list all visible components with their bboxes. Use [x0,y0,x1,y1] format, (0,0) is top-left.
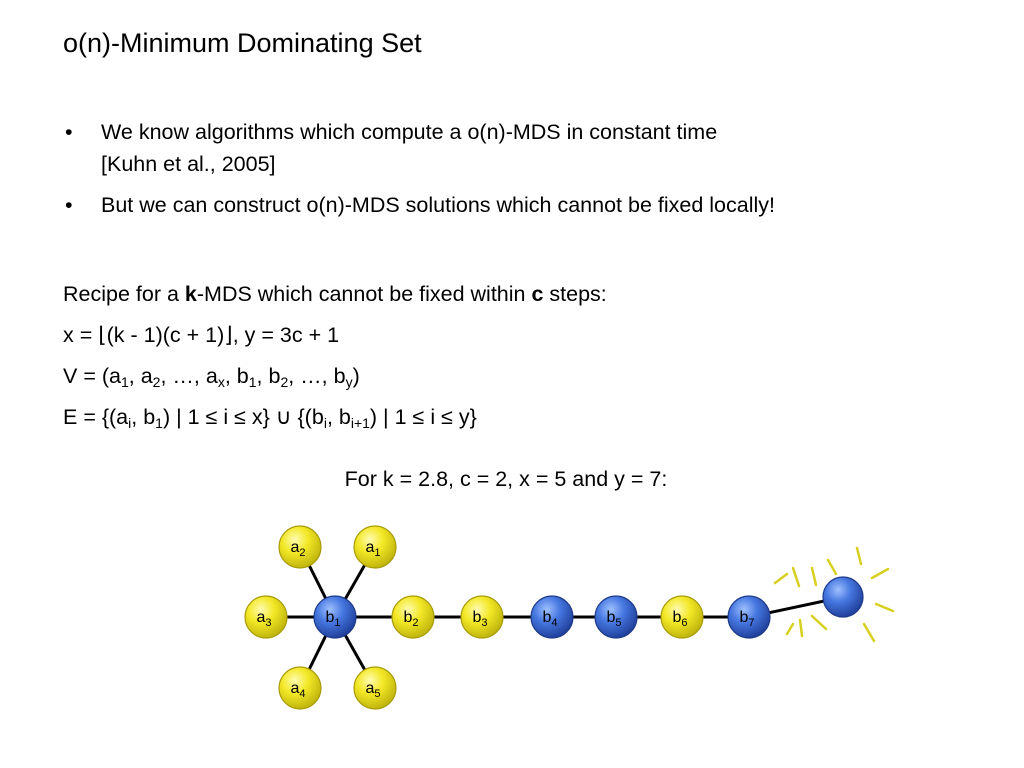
node-circle [727,595,771,639]
nodes-layer: a2 a1 a3 b1 b2 b3 b4 b5 b6 b7 a4 a5 [244,525,864,710]
node-circle [244,595,288,639]
node-new [822,576,864,618]
v-text: , …, b [288,364,346,388]
recipe-intro-text: Recipe for a [63,282,185,306]
recipe-c: c [531,282,544,306]
node-a3: a3 [244,595,288,639]
bullet-text-line2: [Kuhn et al., 2005] [101,152,276,176]
spark-line [810,566,818,587]
e-text: ) | 1 ≤ i ≤ y} [369,405,477,429]
spark-line [798,618,804,638]
slide-title: o(n)-Minimum Dominating Set [63,28,422,58]
bullet-item: • We know algorithms which compute a o(n… [63,116,963,180]
e-text: ) | 1 ≤ i ≤ x} ∪ {(b [162,405,324,429]
e-sub: 1 [155,415,163,431]
node-circle [530,595,574,639]
node-label: b5 [606,609,621,629]
node-b3: b3 [460,595,504,639]
node-label: a2 [290,539,305,559]
v-sub: 2 [152,374,161,390]
spark-line [826,558,838,576]
node-circle [313,595,357,639]
node-label: b6 [672,609,687,629]
node-b7: b7 [727,595,771,639]
recipe-intro: Recipe for a k-MDS which cannot be fixed… [63,274,607,315]
e-definition: E = {(ai, b1) | 1 ≤ i ≤ x} ∪ {(bi, bi+1)… [63,397,607,438]
node-circle [353,666,397,710]
node-circle [391,595,435,639]
spark-line [785,622,795,636]
node-circle [594,595,638,639]
node-label: a1 [365,539,380,559]
node-label: a3 [256,609,271,629]
recipe-block: Recipe for a k-MDS which cannot be fixed… [63,274,607,438]
v-text: , …, a [160,364,218,388]
spark-line [870,567,890,580]
node-circle [460,595,504,639]
node-label: b3 [472,609,487,629]
node-a4: a4 [278,666,322,710]
example-label: For k = 2.8, c = 2, x = 5 and y = 7: [344,467,668,491]
spark-line [810,614,828,631]
spark-line [862,622,876,643]
node-label: a4 [290,680,305,700]
spark-line [773,572,789,585]
node-label: b2 [403,609,418,629]
node-label: b1 [325,609,340,629]
bullet-dot: • [65,120,73,144]
recipe-k: k [184,282,197,306]
bullet-item: • But we can construct o(n)-MDS solution… [63,189,963,221]
bullet-list: • We know algorithms which compute a o(n… [63,116,963,230]
v-text: , b [224,364,249,388]
v-text: , b [256,364,281,388]
node-circle [278,525,322,569]
e-text: , b [131,405,156,429]
node-b2: b2 [391,595,435,639]
v-definition: V = (a1, a2, …, ax, b1, b2, …, by) [63,356,607,397]
node-circle [822,576,864,618]
e-sub: i+1 [350,415,370,431]
v-sub: 1 [248,374,257,390]
recipe-intro-text: steps: [543,282,607,306]
e-text: , b [326,405,351,429]
node-label: b7 [739,609,754,629]
node-a5: a5 [353,666,397,710]
v-sub: 2 [280,374,289,390]
highlight-sparks [773,546,895,643]
x-definition: x = ⌊(k - 1)(c + 1)⌋, y = 3c + 1 [63,323,340,347]
recipe-intro-text: -MDS which cannot be fixed within [196,282,532,306]
node-b4: b4 [530,595,574,639]
node-a2: a2 [278,525,322,569]
v-text: V = (a [63,364,121,388]
spark-line [855,546,863,566]
v-sub: x [217,374,225,390]
node-label: a5 [365,680,380,700]
bullet-text-line1: But we can construct o(n)-MDS solutions … [101,193,775,217]
v-sub: y [345,374,353,390]
bullet-dot: • [65,193,73,217]
e-sub: i [323,415,327,431]
node-b5: b5 [594,595,638,639]
v-text: ) [352,364,360,388]
spark-line [874,602,895,613]
node-circle [278,666,322,710]
v-sub: 1 [120,374,129,390]
node-b6: b6 [660,595,704,639]
e-text: E = {(a [63,405,129,429]
spark-line [791,566,801,588]
node-b1: b1 [313,595,357,639]
e-sub: i [128,415,132,431]
node-label: b4 [542,609,557,629]
node-circle [660,595,704,639]
v-text: , a [128,364,153,388]
bullet-text-line1: We know algorithms which compute a o(n)-… [101,120,718,144]
node-circle [353,525,397,569]
node-a1: a1 [353,525,397,569]
